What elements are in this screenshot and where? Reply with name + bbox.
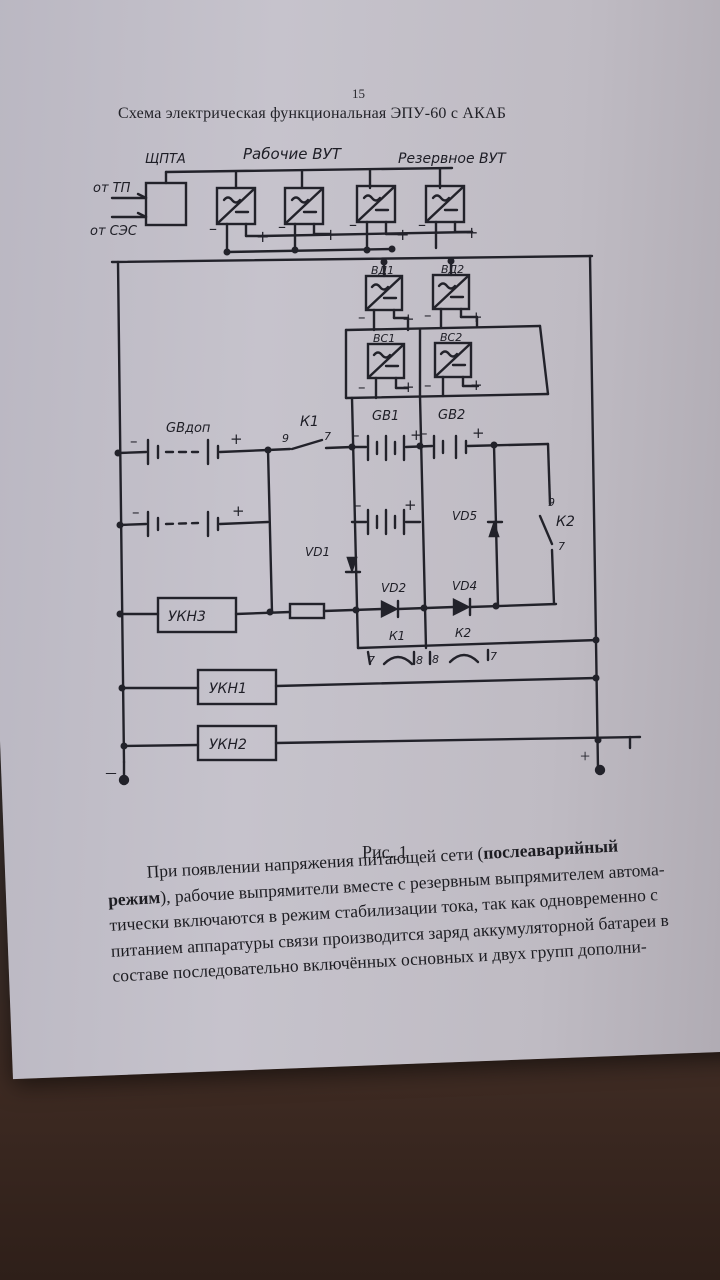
- bus-minus-top: [110, 254, 594, 264]
- svg-text:–: –: [424, 376, 432, 394]
- svg-text:–: –: [352, 426, 360, 444]
- svg-text:9: 9: [548, 496, 555, 509]
- label-ot-tp: от ТП: [93, 181, 131, 196]
- label-shupta: ЩПТА: [145, 152, 186, 167]
- bus-mid: [344, 324, 542, 332]
- svg-text:9: 9: [282, 432, 289, 445]
- fuse: [288, 602, 326, 620]
- svg-text:7: 7: [490, 650, 497, 663]
- svg-text:–: –: [358, 308, 366, 326]
- label-minus-terminal: –: [105, 761, 117, 783]
- label-k1-switch: К1: [300, 414, 319, 430]
- diode-vd1: [344, 556, 362, 574]
- relay-coils: [356, 638, 600, 666]
- label-plus-terminal: +: [580, 746, 590, 766]
- rail-left-minus: [116, 260, 126, 764]
- battery-row-2: [116, 510, 270, 538]
- svg-text:–: –: [349, 215, 357, 234]
- label-k2-coil: К2: [455, 626, 471, 640]
- svg-text:–: –: [209, 219, 217, 238]
- svg-text:–: –: [132, 503, 140, 521]
- diode-vd2: [380, 599, 400, 619]
- rectifier-vut-1: [215, 186, 264, 254]
- label-k1-coil: К1: [389, 629, 405, 643]
- label-vd4: VD4: [452, 579, 477, 593]
- rectifier-vd1-block: [364, 260, 410, 332]
- label-ot-ses: от СЭС: [90, 224, 138, 239]
- svg-text:–: –: [424, 306, 432, 324]
- label-ukn1: УКН1: [209, 681, 247, 697]
- label-rabochie: Рабочие ВУТ: [243, 145, 343, 163]
- page-number: 15: [352, 86, 365, 101]
- junction-dots: [114, 245, 602, 750]
- svg-text:+: +: [402, 378, 415, 396]
- svg-text:+: +: [470, 308, 483, 326]
- svg-text:+: +: [402, 310, 415, 328]
- svg-text:+: +: [232, 502, 245, 520]
- svg-text:7: 7: [558, 540, 565, 553]
- diode-vd5: [486, 520, 504, 538]
- label-vd2: VD2: [381, 581, 406, 595]
- svg-text:7: 7: [324, 430, 331, 443]
- switch-k1: [266, 438, 354, 452]
- svg-text:–: –: [278, 217, 286, 236]
- rectifier-vs2: [433, 341, 480, 398]
- label-k2-switch: К2: [556, 514, 575, 530]
- page-title: Схема электрическая функциональная ЭПУ-6…: [118, 105, 507, 122]
- label-vd1: VD1: [305, 545, 330, 559]
- svg-text:8: 8: [432, 653, 439, 666]
- svg-text:8: 8: [416, 654, 423, 667]
- svg-text:–: –: [418, 215, 426, 234]
- rectifier-vut-2: [283, 186, 332, 252]
- label-ukn3: УКН3: [168, 609, 206, 625]
- label-rezervnoe: Резервное ВУТ: [398, 151, 507, 167]
- svg-text:–: –: [354, 496, 362, 514]
- svg-text:+: +: [470, 376, 483, 394]
- figure-caption: Рис. 1: [362, 842, 408, 862]
- svg-text:+: +: [410, 426, 423, 444]
- battery-gb2: [432, 434, 550, 460]
- circuit-diagram: ЩПТА Рабочие ВУТ Резервное ВУТ от ТП от …: [90, 145, 642, 786]
- svg-text:7: 7: [368, 654, 375, 667]
- bus-vut-plus: [260, 230, 474, 238]
- label-vd2-block: ВД2: [441, 263, 464, 276]
- switch-k2: [538, 442, 556, 606]
- svg-text:+: +: [230, 430, 243, 448]
- svg-text:–: –: [130, 432, 138, 450]
- diode-vd4: [452, 597, 472, 617]
- rail-right-plus: [588, 254, 600, 772]
- svg-text:–: –: [420, 424, 428, 442]
- label-gb-dop: GВдоп: [166, 421, 211, 436]
- svg-text:–: –: [358, 378, 366, 396]
- svg-text:+: +: [472, 424, 485, 442]
- battery-gb1-lower: [350, 508, 422, 536]
- label-gb1: GВ1: [372, 409, 399, 424]
- terminal-plus: [594, 764, 606, 776]
- label-vs1: ВС1: [373, 332, 395, 345]
- label-gb2: GВ2: [438, 408, 465, 423]
- rectifier-vd2-block: [431, 259, 479, 330]
- battery-gb-dop: [116, 438, 270, 466]
- label-vs2: ВС2: [440, 331, 462, 344]
- rectifier-vs1: [366, 342, 410, 400]
- svg-text:+: +: [404, 496, 417, 514]
- label-vd5: VD5: [452, 509, 477, 523]
- label-ukn2: УКН2: [209, 737, 247, 753]
- label-vd1-block: ВД1: [371, 264, 394, 277]
